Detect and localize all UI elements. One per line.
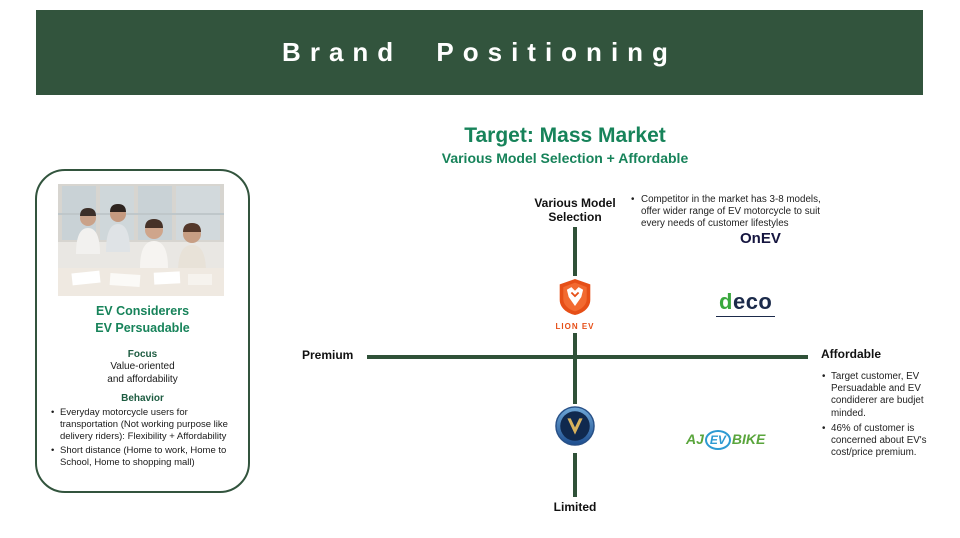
page-title: Brand Positioning xyxy=(282,37,677,67)
vertical-axis-line xyxy=(573,227,577,497)
customer-notes: Target customer, EV Persuadable and EV c… xyxy=(820,371,932,463)
axis-label-right: Affordable xyxy=(821,347,881,361)
deco-logo-d: d xyxy=(719,289,733,314)
deco-logo-eco: eco xyxy=(732,289,773,314)
persona-card: EV Considerers EV Persuadable Focus Valu… xyxy=(35,169,250,493)
header-band: Brand Positioning xyxy=(36,10,923,95)
focus-line-1: Value-oriented xyxy=(110,361,175,372)
deco-logo: deco xyxy=(716,289,776,317)
onev-brand-label: OnEV xyxy=(740,230,781,247)
focus-text: Value-oriented and affordability xyxy=(37,361,248,386)
axis-label-top: Various Model Selection xyxy=(510,196,640,225)
competitor-note: Competitor in the market has 3-8 models,… xyxy=(630,194,826,233)
axis-top-line-2: Selection xyxy=(548,209,602,224)
segment-line-1: EV Considerers xyxy=(95,304,190,318)
behavior-list: Everyday motorcycle users for transporta… xyxy=(49,407,235,470)
target-title: Target: Mass Market xyxy=(464,124,666,147)
customer-note: Target customer, EV Persuadable and EV c… xyxy=(820,371,932,420)
lion-ev-wordmark: LION EV xyxy=(555,322,595,331)
horizontal-axis-line xyxy=(367,355,808,359)
segment-names: EV Considerers EV Persuadable xyxy=(37,303,248,337)
segment-line-2: EV Persuadable xyxy=(95,320,190,335)
team-photo xyxy=(58,184,224,296)
behavior-item: Everyday motorcycle users for transporta… xyxy=(49,407,235,443)
competitor-note-text: Competitor in the market has 3-8 models,… xyxy=(630,194,826,231)
behavior-label: Behavior xyxy=(121,393,164,404)
axis-top-line-1: Various Model xyxy=(534,196,616,210)
aj-ev-bike-bike: BIKE xyxy=(731,431,766,447)
behavior-item: Short distance (Home to work, Home to Sc… xyxy=(49,445,235,469)
ev-badge-icon xyxy=(555,406,595,446)
axis-label-left: Premium xyxy=(302,348,354,362)
lion-ev-shield-icon xyxy=(559,279,591,315)
focus-line-2: and affordability xyxy=(107,373,178,385)
team-photo-illustration xyxy=(58,184,224,296)
focus-label: Focus xyxy=(127,349,158,360)
customer-note: 46% of customer is concerned about EV's … xyxy=(820,423,932,460)
aj-ev-bike-aj: AJ xyxy=(686,431,704,447)
axis-label-bottom: Limited xyxy=(553,500,597,514)
target-subtitle: Various Model Selection + Affordable xyxy=(441,150,689,166)
lion-ev-logo: LION EV xyxy=(549,276,601,333)
ev-badge-logo xyxy=(552,404,598,453)
aj-ev-bike-ev: EV xyxy=(704,430,731,450)
